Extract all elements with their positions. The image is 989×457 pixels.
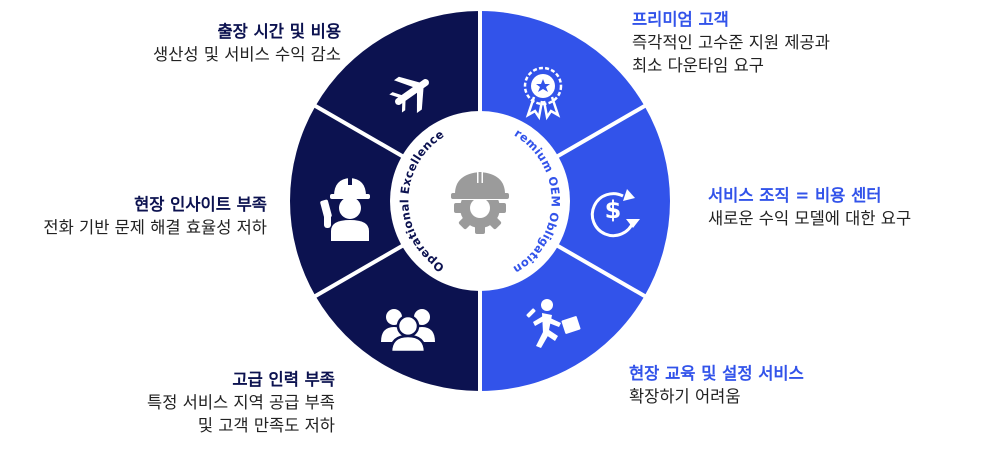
- worker-phone-icon: [320, 177, 370, 241]
- label-travel-title: 출장 시간 및 비용: [217, 22, 342, 41]
- label-workforce-line-2: 및 고객 만족도 저하: [197, 416, 335, 435]
- label-training: 현장 교육 및 설정 서비스 확장하기 어려움: [629, 362, 804, 408]
- label-insight-line-1: 전화 기반 문제 해결 효율성 저하: [43, 218, 267, 237]
- label-workforce-line-1: 특정 서비스 지역 공급 부족: [147, 393, 335, 412]
- award-ribbon-icon: [523, 66, 563, 121]
- label-premium-title: 프리미엄 고객: [632, 10, 729, 29]
- svg-text:$: $: [605, 196, 622, 224]
- label-workforce-title: 고급 인력 부족: [232, 370, 335, 389]
- people-group-icon: [381, 309, 435, 354]
- label-cost-center-title: 서비스 조직 = 비용 센터: [708, 186, 882, 205]
- label-premium-line-1: 즉각적인 고수준 지원 제공과: [632, 33, 830, 52]
- airplane-icon: [389, 76, 430, 113]
- label-travel: 출장 시간 및 비용 생산성 및 서비스 수익 감소: [153, 20, 341, 66]
- label-cost-center: 서비스 조직 = 비용 센터 새로운 수익 모델에 대한 요구: [708, 184, 911, 230]
- label-training-line-1: 확장하기 어려움: [629, 387, 741, 406]
- label-insight-title: 현장 인사이트 부족: [134, 195, 267, 214]
- label-premium: 프리미엄 고객 즉각적인 고수준 지원 제공과 최소 다운타임 요구: [632, 8, 830, 77]
- label-cost-center-line-1: 새로운 수익 모델에 대한 요구: [708, 209, 912, 228]
- label-training-title: 현장 교육 및 설정 서비스: [629, 364, 804, 383]
- technician-running-icon: [526, 299, 581, 348]
- label-travel-line-1: 생산성 및 서비스 수익 감소: [153, 45, 341, 64]
- gear-hardhat-icon: [448, 171, 512, 234]
- segment-cost-center: [480, 106, 670, 296]
- dollar-cycle-icon: $: [590, 189, 640, 238]
- label-insight: 현장 인사이트 부족 전화 기반 문제 해결 효율성 저하: [43, 193, 267, 239]
- label-premium-line-2: 최소 다운타임 요구: [632, 56, 764, 75]
- label-workforce: 고급 인력 부족 특정 서비스 지역 공급 부족 및 고객 만족도 저하: [147, 368, 335, 437]
- segment-insight: [290, 106, 480, 296]
